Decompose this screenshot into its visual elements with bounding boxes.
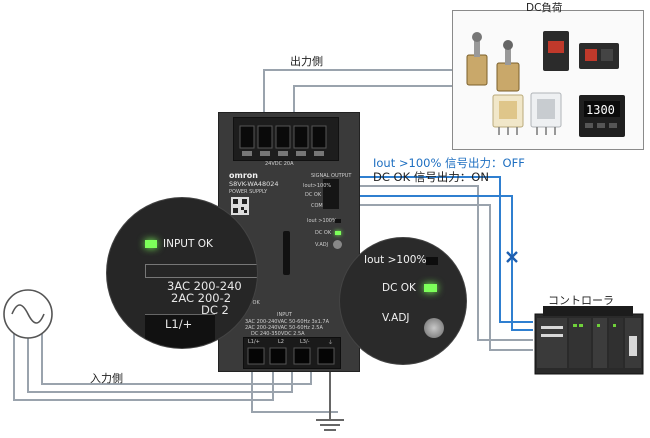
signal-terminal-block — [323, 179, 339, 209]
zoom-label-frame — [145, 264, 257, 278]
ground-icon — [316, 366, 344, 431]
terminal-label-l3: L3/- — [300, 339, 310, 345]
dcok-led — [335, 231, 341, 235]
output-rating-text: 24VDC 20A — [265, 161, 294, 167]
zoom-terminal-label: L1/+ — [165, 317, 193, 331]
ac-source-icon — [3, 289, 53, 339]
model-text: S8VK-WA48024 — [229, 180, 279, 188]
controller-label: コントローラ — [548, 294, 614, 307]
dcok-indicator-label: DC OK — [315, 230, 332, 236]
input-spec-2: 2AC 200-240VAC 50-60Hz 2.5A — [245, 325, 323, 331]
signal-output-text: SIGNAL OUTPUT — [311, 173, 352, 179]
zoom-terminal-area — [145, 314, 215, 348]
output-terminal-block — [233, 117, 339, 161]
signal-off-text: Iout >100% 信号出力：OFF — [373, 156, 525, 170]
temp-controller-icon: 1300 — [579, 95, 625, 137]
x-mark-icon — [506, 251, 518, 263]
zoom-vadj-knob-icon[interactable] — [424, 318, 444, 338]
brand-logo: omron — [229, 171, 258, 180]
zoom-circle-left: INPUT OK 3AC 200-240 2AC 200-2 DC 2 L1/+ — [107, 198, 257, 348]
device-type-text: POWER SUPPLY — [229, 189, 268, 195]
com-terminal-label: COM — [311, 203, 323, 209]
zoom-iout-led — [426, 257, 438, 265]
input-spec-3: DC 240-350VDC 2.5A — [251, 331, 305, 337]
zoom-spec-2: 2AC 200-2 — [171, 291, 232, 305]
vadj-knob-icon[interactable] — [333, 240, 342, 249]
limit-switch-icon — [466, 32, 520, 92]
output-terminals-icon — [239, 125, 327, 156]
svg-text:1300: 1300 — [586, 103, 615, 117]
signal-on-text: DC OK 信号出力：ON — [373, 170, 489, 184]
output-side-label: 出力側 — [290, 55, 323, 68]
input-side-label: 入力側 — [90, 372, 123, 385]
dcok-terminal-label: DC OK — [305, 192, 322, 198]
qr-code-icon — [231, 197, 249, 215]
zoom-input-ok-label: INPUT OK — [163, 238, 213, 250]
zoom-vadj-label: V.ADJ — [382, 312, 410, 324]
terminal-label-ground: ⏚ — [328, 340, 334, 346]
zoom-circle-right: Iout >100% DC OK V.ADJ — [340, 238, 466, 364]
terminal-label-l2: L2 — [278, 339, 284, 345]
terminal-label-l1: L1/+ — [248, 339, 260, 345]
zoom-iout-label: Iout >100% — [364, 254, 427, 266]
input-terminal-block: L1/+ L2 L3/- ⏚ — [243, 337, 341, 369]
vent-slot — [283, 231, 290, 275]
iout-led — [335, 219, 341, 223]
input-spec-1: 3AC 200-240VAC 50-60Hz 3x1.7A — [245, 319, 330, 325]
zoom-dcok-label: DC OK — [382, 282, 416, 294]
iout-terminal-label: Iout>100% — [303, 183, 332, 189]
vadj-label: V.ADJ — [315, 242, 329, 248]
zoom-dcok-led — [424, 284, 437, 292]
dc-load-box: 1300 — [452, 10, 644, 150]
input-terminals-icon — [247, 347, 335, 365]
signal-wires — [336, 185, 533, 351]
zoom-input-ok-led — [145, 240, 157, 248]
dc-load-label: DC負荷 — [526, 2, 563, 14]
plc-controller-icon — [534, 306, 644, 375]
iout-indicator-label: Iout >100% — [307, 218, 337, 224]
input-wires — [13, 316, 338, 413]
blue-signal-lines — [336, 176, 533, 331]
zoom-spec-3: DC 2 — [201, 303, 229, 317]
photo-sensor-icon — [543, 31, 619, 71]
relay-icon — [492, 92, 562, 135]
zoom-spec-1: 3AC 200-240 — [167, 279, 242, 293]
input-header-text: INPUT — [277, 312, 292, 318]
